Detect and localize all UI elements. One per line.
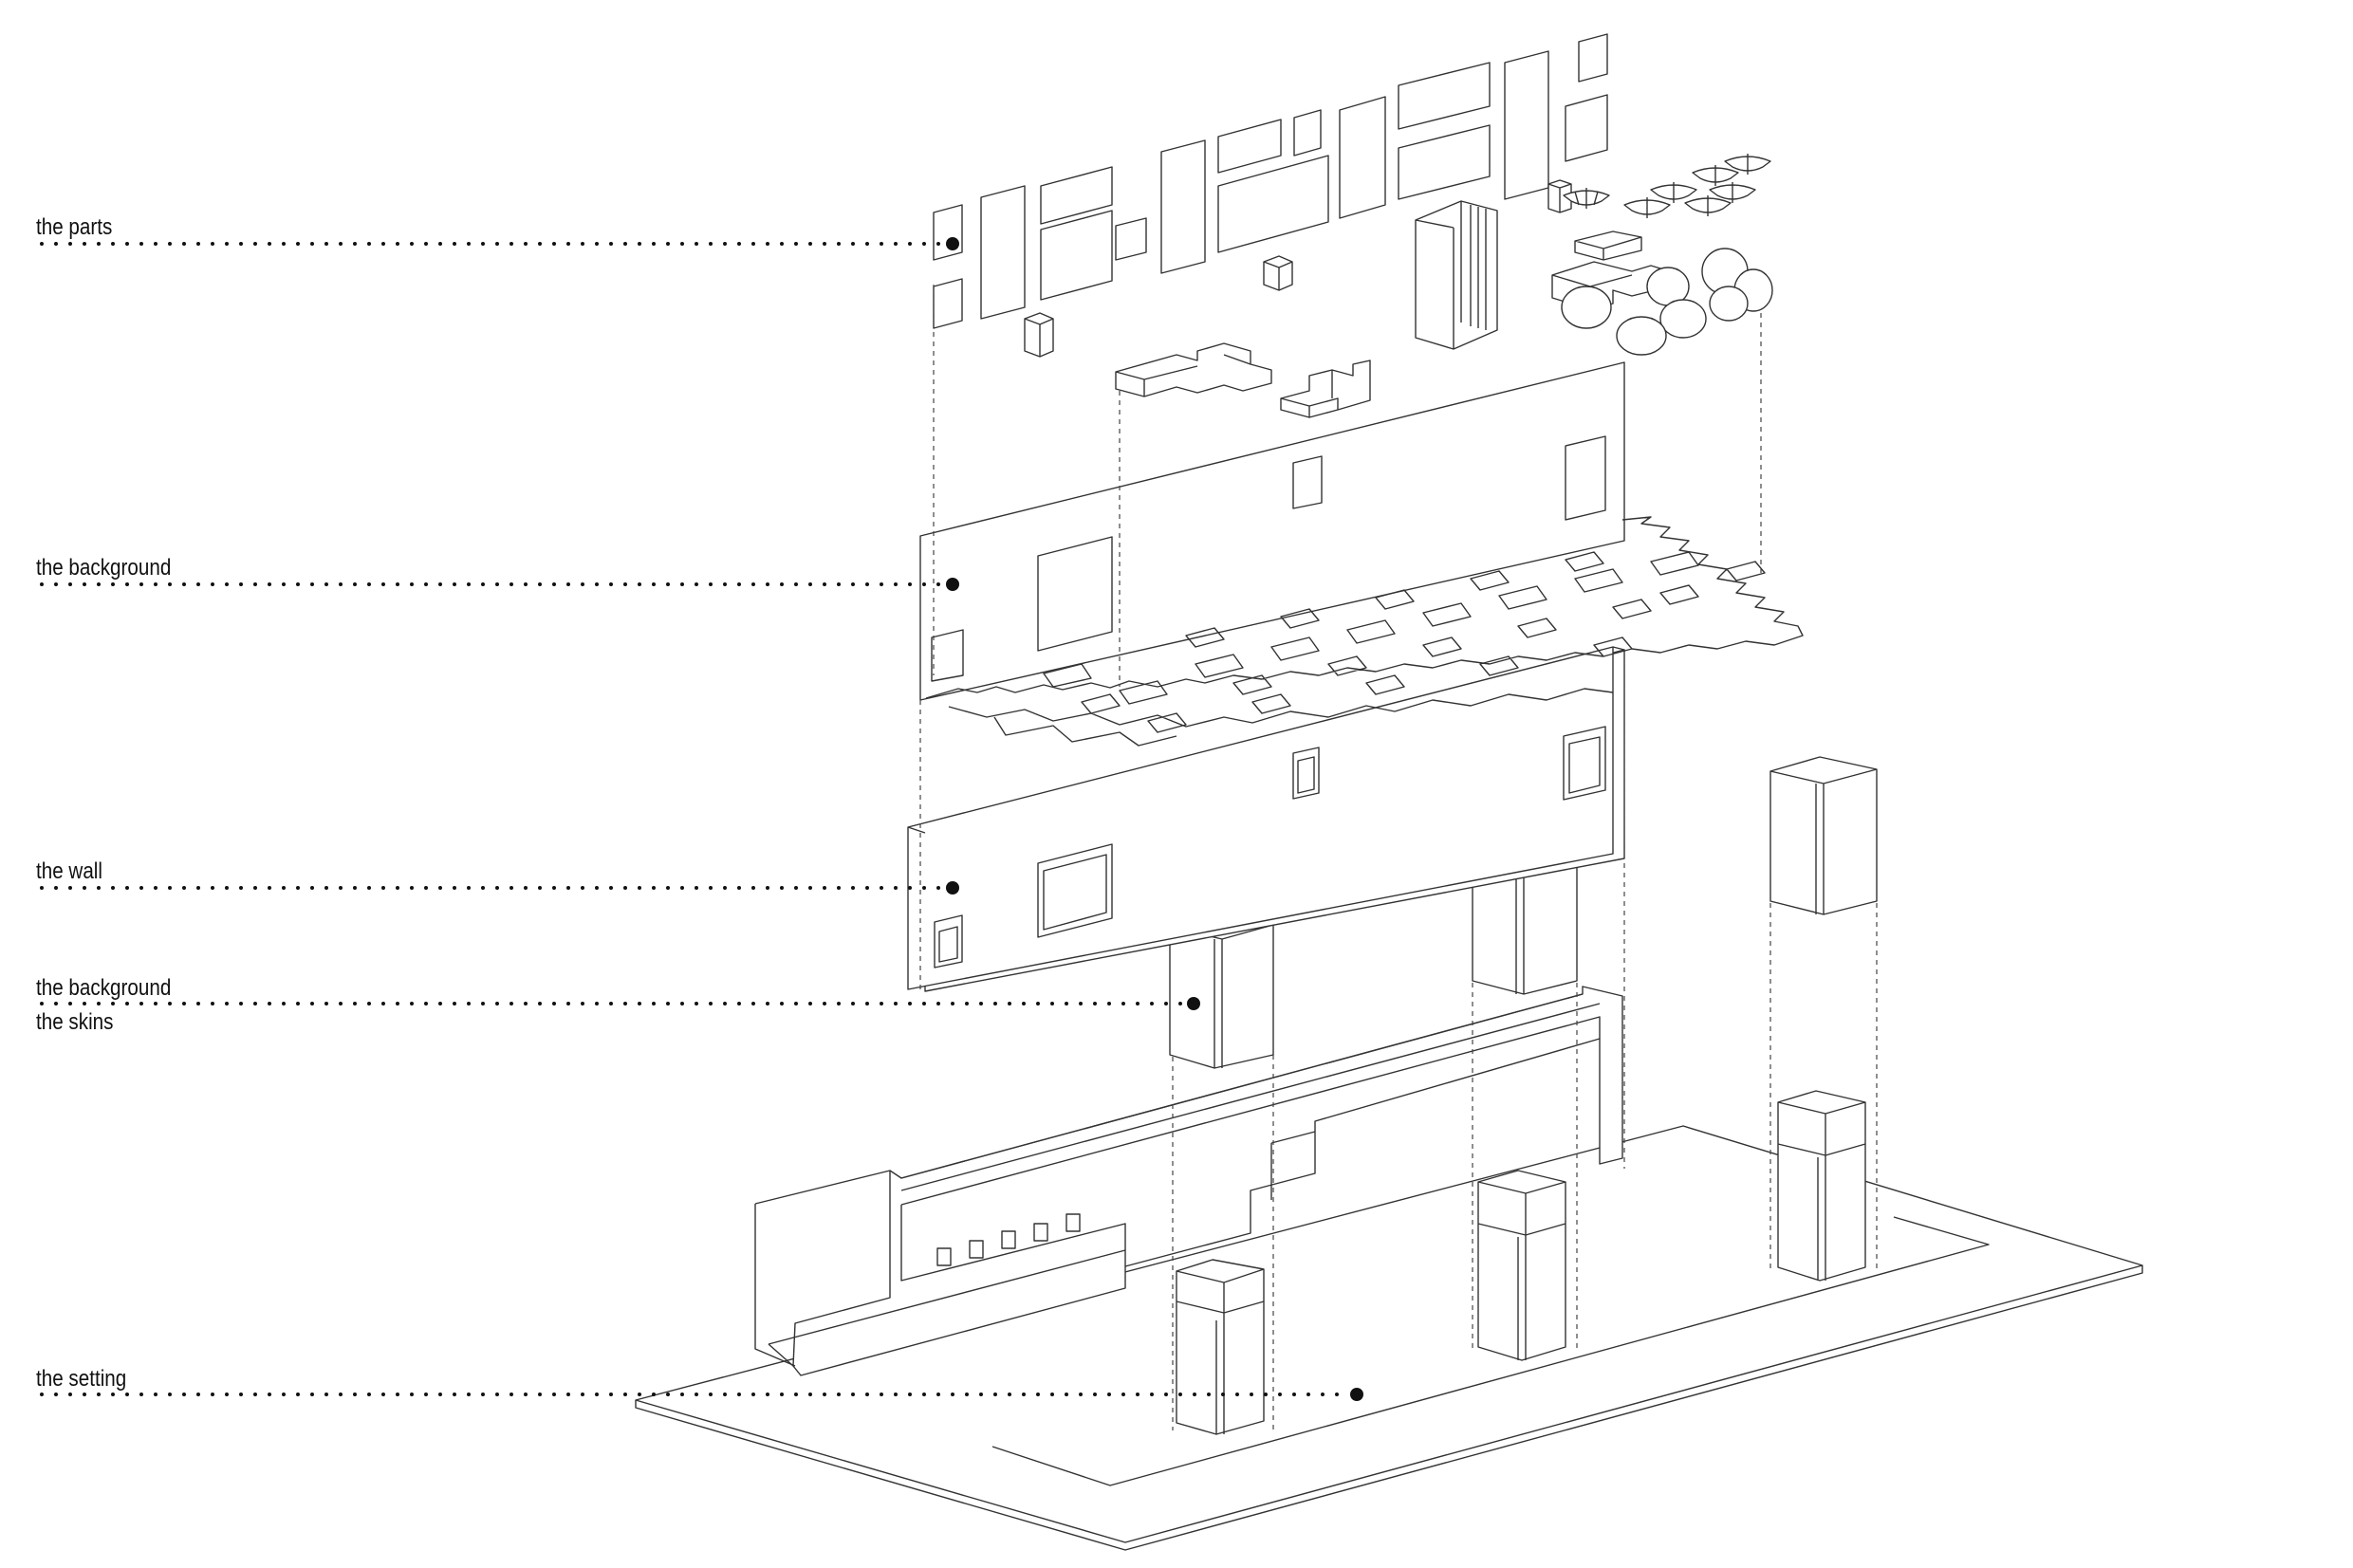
background-layer: [919, 361, 1804, 747]
background-pixel-pattern: [925, 516, 1804, 747]
base-slab-edge: [635, 1265, 2143, 1551]
part-umbrella-4: [1684, 195, 1732, 216]
part-umbrella-6: [1724, 154, 1771, 175]
part-umbrella-1: [1563, 188, 1610, 209]
label-wall: the wall: [36, 858, 102, 884]
part-panel-7: [1160, 139, 1206, 274]
label-leaders: [40, 237, 1363, 1401]
base-wall-cap: [900, 993, 1601, 1206]
part-stone-4: [1616, 316, 1667, 356]
part-panel-15: [1578, 33, 1608, 83]
part-panel-2: [933, 278, 963, 329]
label-skins-line2: the skins: [36, 1009, 114, 1035]
part-stone-7: [1709, 286, 1749, 322]
part-cube-2: [1263, 255, 1293, 291]
part-stone-1: [1561, 286, 1612, 329]
wall-layer: [907, 646, 1625, 992]
part-cube-3: [1547, 179, 1572, 213]
leader-setting-endpoint: [1350, 1388, 1363, 1401]
wall-opening-upper: [1292, 747, 1320, 800]
skin-column-3: [1769, 756, 1878, 915]
part-panel-13: [1398, 124, 1491, 200]
base-wall-left-return: [754, 1204, 796, 1367]
setting-layer: [635, 986, 2143, 1551]
part-panel-8: [1217, 119, 1282, 174]
part-panel-4: [1040, 166, 1113, 225]
part-panel-6: [1115, 217, 1147, 261]
wall-niche-4: [1033, 1223, 1048, 1242]
part-panel-14: [1504, 50, 1549, 200]
base-column-3: [1777, 1090, 1866, 1282]
projection-lines: [919, 285, 1878, 1430]
wall-niche-2: [969, 1240, 984, 1259]
leader-background-endpoint: [946, 578, 959, 591]
label-skins-line1: the background: [36, 975, 172, 1001]
part-book-stack: [1415, 200, 1498, 350]
label-parts: the parts: [36, 214, 113, 240]
part-panel-1: [933, 204, 963, 261]
label-background: the background: [36, 555, 172, 581]
base-column-2: [1477, 1170, 1566, 1361]
background-openings: [931, 435, 1606, 682]
wall-niche-3: [1001, 1230, 1016, 1249]
parts-layer: [933, 33, 1773, 418]
part-panel-10: [1293, 109, 1322, 157]
part-panel-12: [1398, 62, 1491, 130]
part-pixel-block-1: [1115, 342, 1272, 397]
wall-opening-right: [1563, 726, 1606, 801]
base-inner-rectangle: [991, 1216, 1990, 1486]
base-column-1: [1176, 1259, 1265, 1435]
leader-parts-endpoint: [946, 237, 959, 250]
leader-wall-endpoint: [946, 881, 959, 895]
wall-opening-large: [1037, 843, 1113, 938]
leader-skins-endpoint: [1187, 997, 1200, 1010]
part-cube-1: [1024, 312, 1054, 358]
part-pixel-block-2: [1280, 360, 1371, 418]
wall-niche-1: [936, 1247, 952, 1266]
part-umbrella-3: [1650, 182, 1697, 203]
part-umbrella-5: [1692, 165, 1739, 186]
base-low-wall: [754, 986, 1623, 1376]
part-pixel-block-4: [1574, 231, 1642, 261]
part-panel-16: [1565, 94, 1608, 162]
part-umbrella-2: [1623, 197, 1671, 218]
background-panel: [919, 361, 1625, 701]
part-panel-9: [1217, 155, 1329, 253]
base-wall-front: [900, 1205, 1126, 1282]
wall-opening-small: [934, 914, 963, 968]
part-stone-3: [1659, 299, 1707, 339]
part-panel-11: [1339, 96, 1386, 219]
part-umbrella-7: [1709, 182, 1756, 203]
base-wall-gate: [1270, 1131, 1316, 1200]
label-setting: the setting: [36, 1366, 127, 1392]
wall-niche-5: [1065, 1213, 1081, 1232]
part-panel-5: [1040, 210, 1113, 301]
wall-panel-top-edge: [907, 646, 1625, 834]
part-panel-3: [980, 185, 1026, 320]
